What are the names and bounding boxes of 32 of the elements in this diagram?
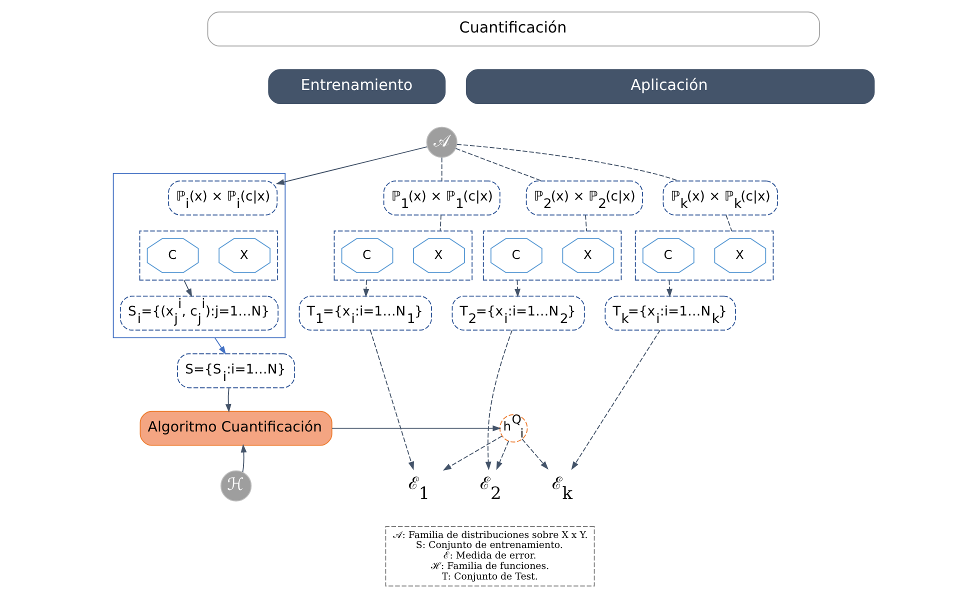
cluster bbox=[482, 230, 622, 281]
arrow bbox=[666, 280, 672, 298]
arrow bbox=[276, 146, 428, 185]
node-box: Algoritmo Cuantificación bbox=[140, 410, 332, 446]
node-circle: ℋ bbox=[220, 470, 252, 502]
connector bbox=[455, 148, 542, 182]
connector bbox=[441, 157, 442, 182]
arrow bbox=[571, 330, 661, 470]
connector bbox=[440, 214, 442, 232]
arrow bbox=[442, 436, 502, 471]
node-box: Aplicación bbox=[466, 69, 875, 104]
node-box: Cuantificación bbox=[207, 12, 820, 46]
arrow bbox=[363, 280, 370, 298]
cluster bbox=[634, 230, 774, 281]
cluster bbox=[139, 230, 278, 281]
connector bbox=[726, 214, 732, 232]
arrow bbox=[214, 337, 226, 355]
node-box: Entrenamiento bbox=[268, 69, 446, 104]
arrow bbox=[184, 280, 192, 298]
arrow bbox=[514, 280, 520, 298]
node-circle: 𝒜 bbox=[426, 126, 458, 158]
arrow bbox=[485, 330, 513, 470]
node-box: 𝒜: Familia de distribuciones sobre X x Y. S: Conjunto de entrenamiento. ℰ: Medida de error. ℋ: Familia de funciones. T: Conjunto de Test. bbox=[385, 526, 595, 586]
arrow bbox=[522, 438, 548, 470]
arrow bbox=[332, 425, 502, 432]
arrow bbox=[225, 387, 232, 413]
arrow bbox=[496, 440, 510, 470]
arrow bbox=[370, 330, 414, 470]
arrow bbox=[240, 444, 247, 473]
connector bbox=[456, 144, 679, 182]
cluster bbox=[334, 230, 473, 281]
connector bbox=[585, 214, 588, 232]
